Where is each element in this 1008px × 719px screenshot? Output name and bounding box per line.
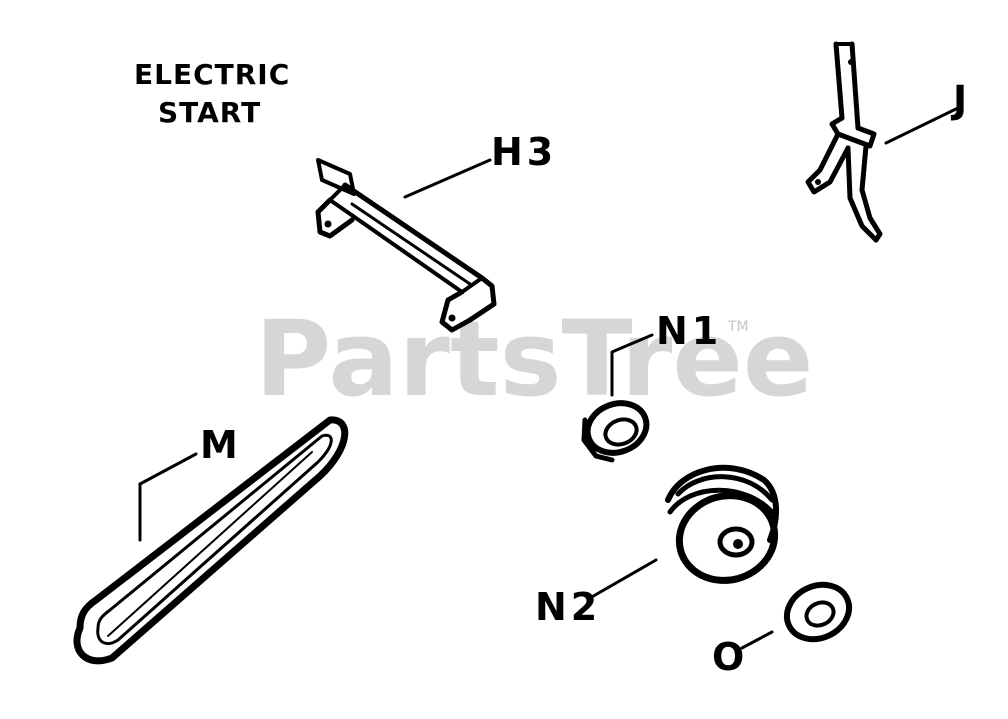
leader-n1 <box>610 333 654 397</box>
washer-o <box>740 581 853 650</box>
callout-h3: H3 <box>491 130 557 174</box>
watermark-text: PartsTree <box>255 298 813 420</box>
bushing-n1 <box>581 333 654 463</box>
belt-m <box>73 416 349 665</box>
leader-m <box>138 452 198 486</box>
watermark-trademark: TM <box>727 319 749 335</box>
leader-j <box>884 106 960 145</box>
callout-n1: N1 <box>656 309 722 353</box>
leader-o <box>740 630 774 650</box>
bracket-j <box>805 41 960 243</box>
pulley-n2 <box>588 464 780 600</box>
callout-m: M <box>200 423 242 467</box>
callout-o: O <box>712 635 748 679</box>
callout-j: J <box>950 78 971 122</box>
bracket-h3 <box>315 158 497 333</box>
heading-line2: START <box>158 96 261 129</box>
heading-line1: ELECTRIC <box>134 58 290 91</box>
leader-h3 <box>403 158 492 199</box>
leader-n2 <box>588 558 658 600</box>
callout-n2: N2 <box>535 585 601 629</box>
